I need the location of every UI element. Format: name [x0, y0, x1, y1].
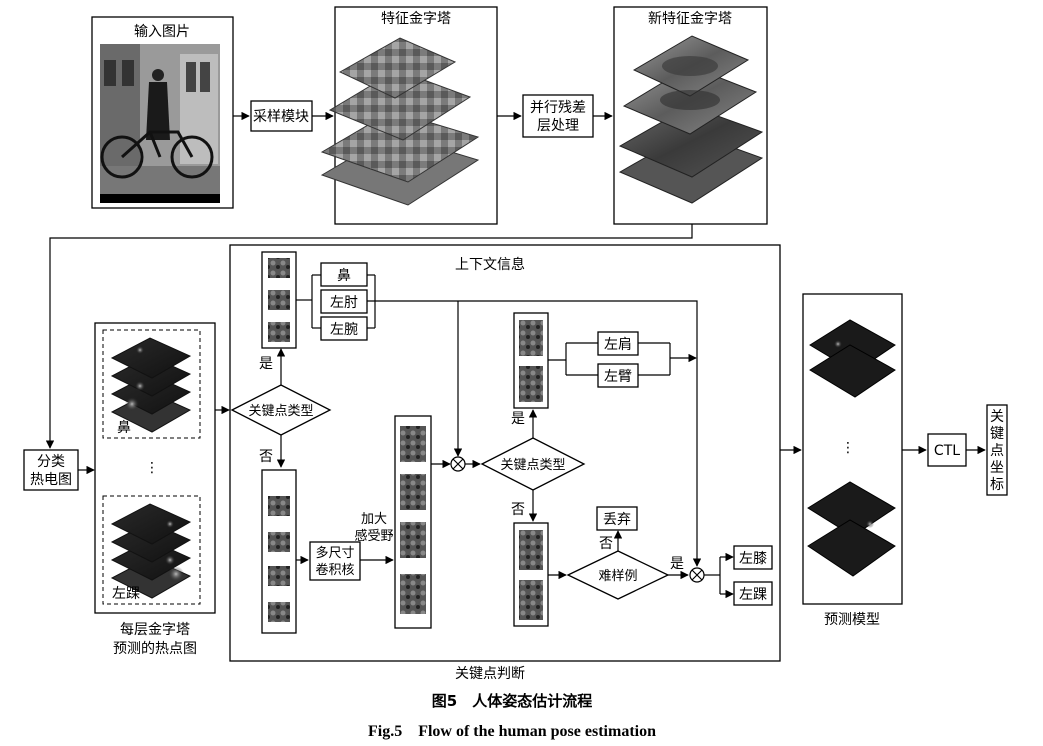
decision-1-label: 关键点类型: [248, 404, 313, 419]
kp-left-knee-box: [733, 545, 773, 570]
decision-2-no: 否: [511, 502, 525, 518]
enlarged-crop-2: [400, 474, 426, 510]
crop-lower-4: [268, 602, 290, 622]
pyramid-ellipsis: ⋮: [145, 460, 159, 476]
crop-nose: [268, 258, 290, 278]
parallel-residual-box: [522, 94, 594, 138]
decision-1-yes: 是: [259, 356, 273, 372]
decision-1-no: 否: [259, 449, 273, 465]
kp-left-ankle-label: 左踝: [739, 587, 767, 603]
discard-box: [596, 506, 638, 531]
kp-left-ankle-box: [733, 581, 773, 606]
crop-shoulder: [519, 320, 543, 356]
prediction-ellipsis: ⋮: [841, 440, 855, 456]
pyramid-label-nose: 鼻: [117, 419, 131, 436]
crop-lower-2: [268, 532, 290, 552]
hard-sample-yes: 是: [670, 556, 684, 572]
crop-lower-1: [268, 496, 290, 516]
crop-ankle: [519, 580, 543, 620]
coords-char-3: 点: [990, 443, 1004, 459]
enlarged-crop-4: [400, 574, 426, 614]
kp-left-knee-label: 左膝: [739, 551, 767, 567]
decision-keypoint-type-2: [480, 437, 586, 491]
enlarged-crop-1: [400, 426, 426, 462]
decision-2-yes: 是: [511, 411, 525, 427]
kp-left-wrist-label: 左腕: [330, 322, 358, 338]
ankle-heatmap-group: [102, 495, 201, 605]
kp-nose-label: 鼻: [337, 267, 351, 284]
judgement-label: 关键点判断: [455, 666, 525, 682]
new-feature-pyramid-label: 新特征金字塔: [648, 11, 732, 27]
hard-sample-no: 否: [599, 536, 613, 552]
ctl-box: [927, 433, 967, 467]
decision-2-label: 关键点类型: [500, 458, 565, 473]
new-feature-pyramid-layers: [618, 35, 764, 204]
heatmap-line1: 分类: [37, 454, 65, 470]
enlarge-rf-line1: 加大: [361, 512, 387, 527]
merge-node-1: [450, 456, 466, 472]
feature-pyramid-label: 特征金字塔: [381, 11, 451, 27]
input-image-label: 输入图片: [134, 24, 190, 40]
crop-elbow: [268, 290, 290, 310]
prediction-heatmap-top: [809, 319, 896, 398]
merge-node-2: [689, 567, 705, 583]
nose-heatmap-layers: [110, 337, 192, 433]
crop-knee: [519, 530, 543, 570]
crop-arm: [519, 366, 543, 402]
ctl-label: CTL: [934, 443, 960, 459]
pyramid-caption-line2: 预测的热点图: [113, 641, 197, 657]
ankle-heatmap-layers: [110, 503, 192, 599]
caption-en: Fig.5 Flow of the human pose estimation: [368, 723, 656, 740]
pyramid-label-ankle: 左踝: [112, 586, 140, 602]
discard-label: 丢弃: [603, 512, 631, 528]
sampling-module-box: [250, 100, 313, 132]
coords-char-4: 坐: [990, 460, 1004, 476]
multi-scale-line1: 多尺寸: [315, 545, 354, 561]
kp-left-elbow-label: 左肘: [330, 295, 358, 311]
keypoint-coords-box: [986, 404, 1008, 496]
sampling-module-label: 采样模块: [253, 109, 309, 125]
kp-left-shoulder-label: 左肩: [604, 337, 632, 353]
parallel-residual-line2: 层处理: [537, 118, 579, 134]
kp-left-arm-label: 左臂: [604, 369, 632, 385]
pyramid-caption-line1: 每层金字塔: [120, 622, 190, 638]
enlarged-crop-3: [400, 522, 426, 558]
prediction-heatmap-bottom: [807, 481, 896, 577]
coords-char-2: 键: [990, 426, 1004, 442]
hard-sample-label: 难样例: [598, 569, 637, 584]
input-photo: [100, 44, 220, 203]
coords-char-5: 标: [990, 477, 1004, 493]
enlarge-rf-line2: 感受野: [354, 528, 393, 544]
feature-pyramid-layers: [320, 37, 480, 206]
multi-scale-line2: 卷积核: [315, 562, 354, 578]
nose-heatmap-group: [102, 329, 201, 439]
multi-scale-kernel-box: [309, 541, 361, 581]
parallel-residual-line1: 并行残差: [530, 100, 586, 116]
caption-cn: 图5 人体姿态估计流程: [432, 692, 592, 710]
decision-keypoint-type-1: [230, 384, 332, 436]
crop-wrist: [268, 322, 290, 342]
crop-lower-3: [268, 566, 290, 586]
coords-char-1: 关: [990, 409, 1004, 425]
context-info-label: 上下文信息: [455, 256, 525, 273]
prediction-model-label: 预测模型: [824, 612, 880, 628]
heatmap-line2: 热电图: [30, 472, 72, 488]
